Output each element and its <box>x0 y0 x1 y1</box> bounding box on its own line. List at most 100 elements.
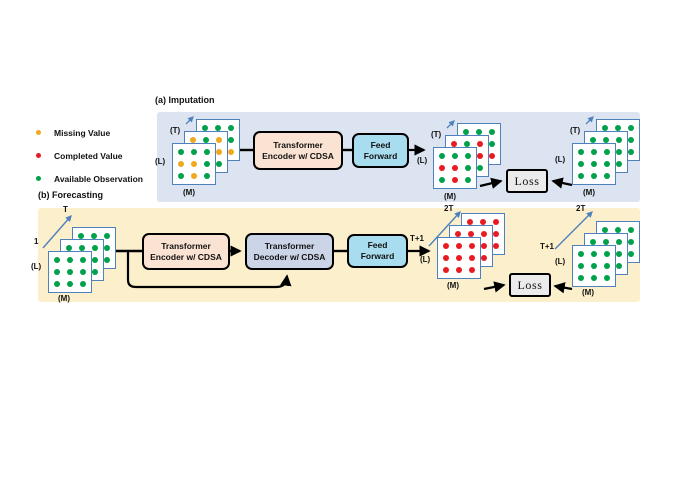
legend-item-missing-value: Missing Value <box>36 121 143 144</box>
imputation-output-location-label: (L) <box>417 156 428 165</box>
available-dot <box>227 124 234 131</box>
missing-value-dot-icon <box>36 130 41 135</box>
available-dot <box>615 250 622 257</box>
forecasting-input-location-label: (L) <box>31 262 42 271</box>
available-dot <box>462 128 469 135</box>
missing-dot <box>177 160 184 167</box>
available-dot <box>215 160 222 167</box>
available-dot <box>488 140 495 147</box>
forecasting-input-stack-layer <box>48 251 92 293</box>
completed-dot <box>438 164 445 171</box>
available-dot <box>627 238 634 245</box>
available-dot <box>91 256 98 263</box>
completed-dot <box>468 242 475 249</box>
completed-dot <box>466 218 473 225</box>
available-dot <box>601 226 608 233</box>
available-dot <box>203 172 210 179</box>
available-dot <box>615 160 622 167</box>
available-dot <box>590 148 597 155</box>
imputation-target-measurement-label: (M) <box>583 188 595 197</box>
available-dot <box>590 172 597 179</box>
available-dot <box>577 250 584 257</box>
completed-dot <box>476 140 483 147</box>
completed-value-dot-icon <box>36 153 41 158</box>
legend-item-label: Missing Value <box>54 127 111 138</box>
available-dot <box>177 172 184 179</box>
available-dot <box>79 256 86 263</box>
completed-dot <box>492 230 499 237</box>
completed-dot <box>468 254 475 261</box>
available-dot <box>577 274 584 281</box>
available-dot <box>91 268 98 275</box>
available-dot <box>77 232 84 239</box>
legend: Missing Value Completed Value Available … <box>36 121 143 190</box>
available-dot <box>615 136 622 143</box>
available-dot <box>438 176 445 183</box>
available-dot <box>177 148 184 155</box>
forecasting-target-measurement-label: (M) <box>582 288 594 297</box>
legend-item-label: Available Observation <box>54 173 143 184</box>
available-dot <box>202 136 209 143</box>
completed-dot <box>442 242 449 249</box>
available-dot <box>201 124 208 131</box>
available-dot <box>190 148 197 155</box>
available-dot <box>214 124 221 131</box>
available-dot <box>103 244 110 251</box>
imputation-encoder-label: Encoder w/ CDSA <box>262 150 334 161</box>
forecasting-decoder-label: Transformer <box>264 240 315 251</box>
completed-dot <box>455 242 462 249</box>
available-dot <box>65 244 72 251</box>
available-dot <box>203 160 210 167</box>
available-dot <box>603 148 610 155</box>
forecasting-panel-title: (b) Forecasting <box>38 190 104 200</box>
missing-dot <box>227 148 234 155</box>
completed-dot <box>479 218 486 225</box>
completed-dot <box>451 176 458 183</box>
available-dot <box>603 172 610 179</box>
available-dot <box>577 160 584 167</box>
available-dot <box>590 274 597 281</box>
forecasting-feed-forward-label: Feed <box>367 240 388 250</box>
available-dot <box>103 256 110 263</box>
available-dot <box>614 124 621 131</box>
forecasting-output-end-label: 2T <box>444 204 454 213</box>
forecasting-encoder-label: Encoder w/ CDSA <box>150 251 222 262</box>
available-dot <box>627 226 634 233</box>
completed-dot <box>442 266 449 273</box>
forecasting-target-start-label: T+1 <box>540 242 555 251</box>
available-dot <box>464 164 471 171</box>
imputation-input-measurement-label: (M) <box>183 188 195 197</box>
completed-dot <box>454 230 461 237</box>
imputation-target-location-label: (L) <box>555 155 566 164</box>
imputation-input-stack-layer <box>172 143 216 185</box>
available-dot <box>590 160 597 167</box>
forecasting-encoder-label: Transformer <box>161 240 211 251</box>
completed-dot <box>480 242 487 249</box>
imputation-input-location-label: (L) <box>155 157 166 166</box>
available-dot <box>488 128 495 135</box>
available-dot <box>79 268 86 275</box>
available-dot <box>79 280 86 287</box>
completed-dot <box>480 230 487 237</box>
available-dot <box>627 124 634 131</box>
forecasting-input-end-label: T <box>63 205 68 214</box>
forecasting-decoder-label: Decoder w/ CDSA <box>253 251 326 262</box>
available-dot <box>627 136 634 143</box>
completed-dot <box>492 218 499 225</box>
available-dot <box>577 172 584 179</box>
available-dot <box>53 280 60 287</box>
completed-dot <box>480 254 487 261</box>
completed-dot <box>476 152 483 159</box>
available-dot <box>227 136 234 143</box>
missing-dot <box>190 172 197 179</box>
completed-dot <box>450 140 457 147</box>
legend-item-label: Completed Value <box>54 150 123 161</box>
imputation-input-time-label: (T) <box>170 126 181 135</box>
available-dot <box>53 256 60 263</box>
available-dot <box>590 262 597 269</box>
completed-dot <box>442 254 449 261</box>
imputation-encoder-label: Transformer <box>273 139 323 150</box>
